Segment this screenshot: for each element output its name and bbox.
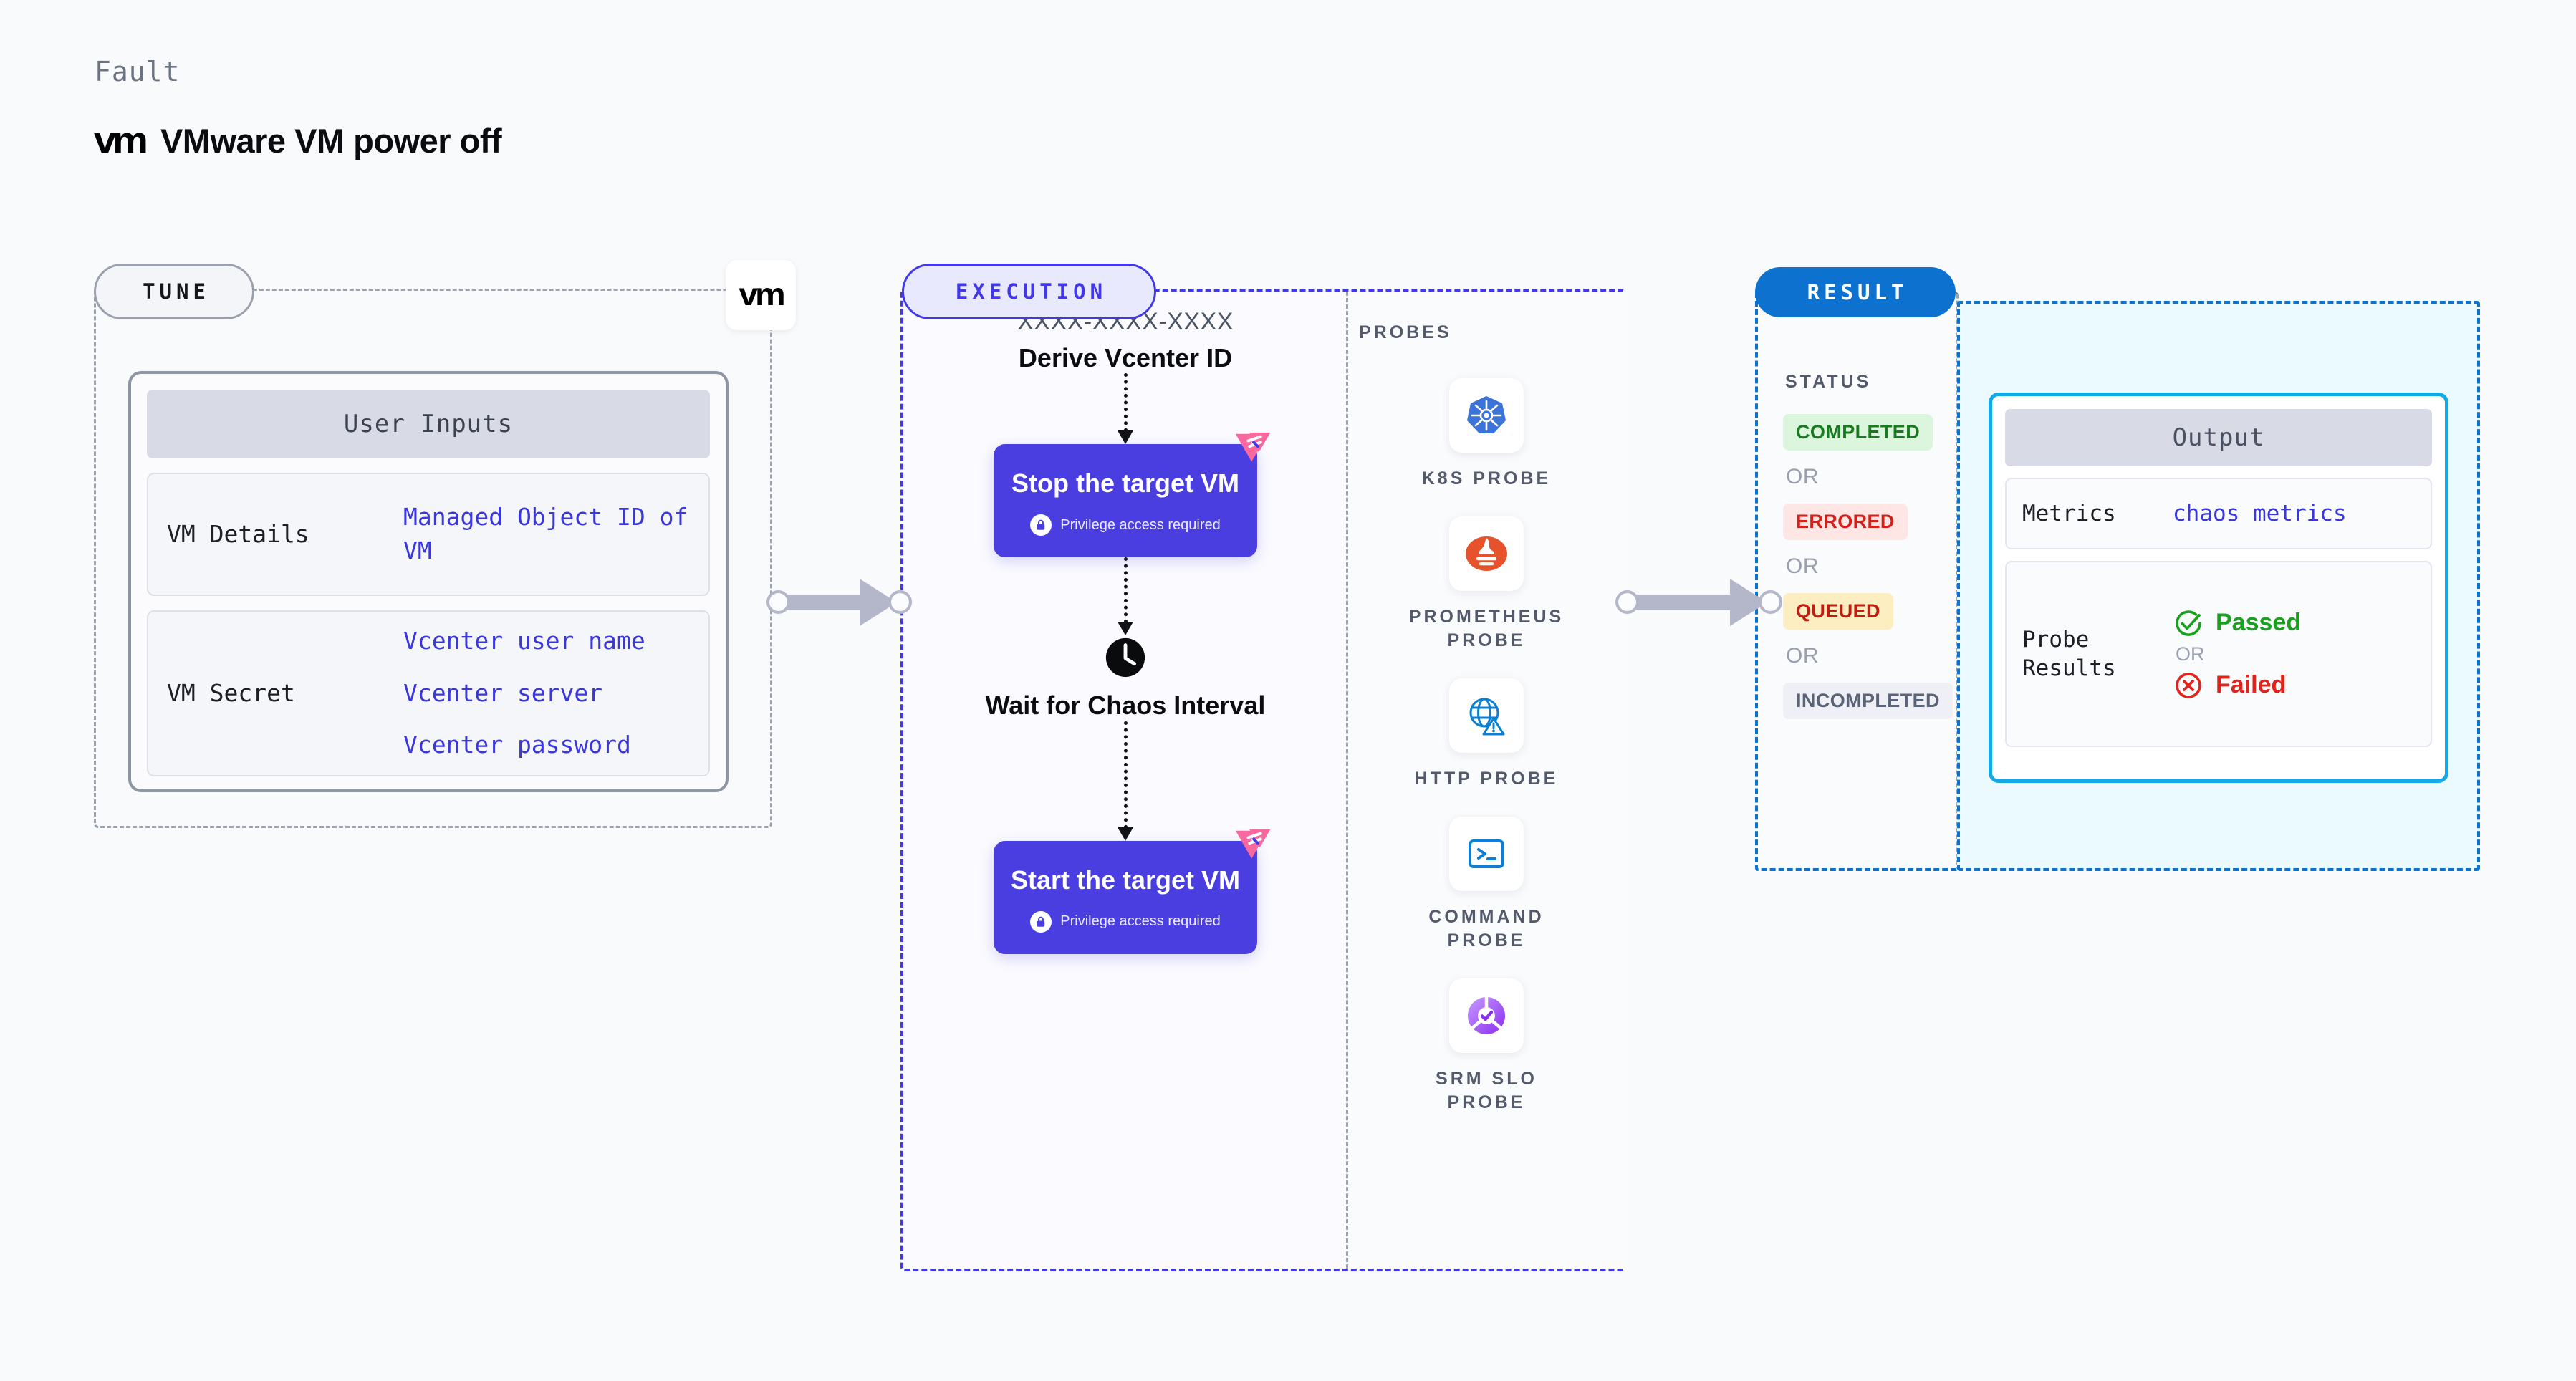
vm-secret-values: Vcenter user name Vcenter server Vcenter…	[403, 625, 645, 763]
metrics-key: Metrics	[2022, 500, 2116, 526]
probe-item-prometheus[interactable]: PROMETHEUS PROBE	[1397, 516, 1576, 653]
kubernetes-icon	[1449, 378, 1524, 453]
clock-icon	[1105, 637, 1145, 678]
or-separator: OR	[1786, 465, 1819, 489]
probes-panel	[1346, 292, 1627, 1269]
or-separator: OR	[2176, 643, 2205, 665]
probe-label: PROMETHEUS PROBE	[1408, 607, 1565, 650]
vmware-badge-logo: vm	[739, 277, 785, 312]
probe-results-row: Probe Results Passed OR Failed	[2005, 561, 2432, 747]
chaos-badge-icon	[1235, 432, 1271, 462]
user-inputs-title: User Inputs	[147, 390, 710, 458]
probes-title: PROBES	[1359, 322, 1452, 342]
page-title: VMware VM power off	[160, 121, 502, 160]
probe-label: HTTP PROBE	[1414, 769, 1559, 789]
page-kicker: Fault	[95, 56, 181, 87]
probe-item-command[interactable]: COMMAND PROBE	[1397, 817, 1576, 953]
vm-secret-value: Vcenter password	[403, 731, 631, 759]
result-status-panel	[1755, 292, 1959, 871]
verdict-failed: Failed	[2173, 670, 2301, 701]
passed-label: Passed	[2216, 609, 2302, 636]
vm-details-values: Managed Object ID of VM	[403, 501, 690, 568]
x-circle-icon	[2176, 672, 2201, 698]
metrics-row: Metrics chaos metrics	[2005, 478, 2432, 549]
probe-item-k8s[interactable]: K8S PROBE	[1397, 378, 1576, 491]
prometheus-icon	[1449, 516, 1524, 591]
status-badge: ERRORED	[1783, 504, 1908, 540]
lock-icon	[1030, 514, 1052, 536]
status-label: STATUS	[1785, 372, 1872, 392]
status-badge: INCOMPLETED	[1783, 683, 1953, 719]
probe-label: SRM SLO PROBE	[1436, 1069, 1537, 1112]
vm-details-value: Managed Object ID of VM	[403, 503, 688, 564]
execution-pill[interactable]: EXECUTION	[902, 264, 1156, 319]
srm-slo-icon	[1449, 978, 1524, 1053]
probe-label: COMMAND PROBE	[1428, 907, 1544, 951]
failed-label: Failed	[2216, 671, 2287, 698]
status-list: COMPLETED OR ERRORED OR QUEUED OR INCOMP…	[1783, 414, 1955, 719]
vmware-logo-icon: vm	[94, 119, 148, 161]
or-separator: OR	[1786, 554, 1819, 578]
connector-execution-to-result	[1615, 579, 1787, 626]
lock-icon	[1030, 910, 1052, 933]
output-title: Output	[2005, 409, 2432, 466]
status-badge: COMPLETED	[1783, 414, 1933, 451]
vm-secret-value: Vcenter user name	[403, 626, 645, 655]
vm-details-row: VM Details Managed Object ID of VM	[147, 473, 710, 596]
output-card: Output Metrics chaos metrics Probe Resul…	[1989, 393, 2448, 783]
vmware-badge-icon: vm	[726, 260, 796, 330]
vm-secret-label: VM Secret	[167, 678, 295, 707]
flow-arrow-2	[1118, 557, 1133, 635]
start-target-vm-title: Start the target VM	[1010, 865, 1241, 895]
stop-target-vm-subtitle: Privilege access required	[1060, 516, 1221, 533]
vm-details-label: VM Details	[167, 519, 309, 548]
stop-target-vm-subtitle-row: Privilege access required	[1030, 514, 1221, 536]
execution-flow: XXXX-XXXX-XXXX Derive Vcenter ID Stop th…	[903, 308, 1347, 954]
chaos-badge-icon	[1235, 829, 1271, 859]
flow-arrow-1	[1118, 373, 1133, 444]
metrics-value[interactable]: chaos metrics	[2173, 501, 2347, 526]
flow-arrow-3	[1118, 721, 1133, 841]
user-inputs-card: User Inputs VM Details Managed Object ID…	[128, 371, 729, 792]
probe-item-srm-slo[interactable]: SRM SLO PROBE	[1397, 978, 1576, 1115]
http-globe-icon	[1449, 678, 1524, 753]
probes-list: K8S PROBE PROMETHEUS PROBE	[1346, 378, 1627, 1115]
start-target-vm-card[interactable]: Start the target VM Privilege access req…	[994, 829, 1271, 954]
probe-item-http[interactable]: HTTP PROBE	[1397, 678, 1576, 791]
stop-target-vm-card[interactable]: Stop the target VM Privilege access requ…	[994, 432, 1271, 557]
probe-results-key: Probe Results	[2022, 626, 2116, 681]
probe-label: K8S PROBE	[1421, 468, 1552, 489]
start-target-vm-subtitle-row: Privilege access required	[1030, 910, 1221, 933]
page-title-row: vm VMware VM power off	[94, 119, 502, 161]
stop-target-vm-title: Stop the target VM	[1011, 468, 1239, 498]
tune-pill[interactable]: TUNE	[94, 264, 254, 319]
wait-for-chaos-interval-step: Wait for Chaos Interval	[985, 690, 1266, 720]
terminal-icon	[1449, 817, 1524, 891]
status-badge: QUEUED	[1783, 593, 1893, 630]
connector-tune-to-execution	[766, 579, 917, 626]
check-circle-icon	[2176, 610, 2201, 636]
or-separator: OR	[1786, 644, 1819, 668]
vm-secret-row: VM Secret Vcenter user name Vcenter serv…	[147, 610, 710, 776]
probe-verdicts: Passed OR Failed	[2173, 607, 2301, 701]
start-target-vm-subtitle: Privilege access required	[1060, 913, 1221, 930]
result-pill[interactable]: RESULT	[1755, 267, 1956, 317]
derive-vcenter-id-step: Derive Vcenter ID	[1018, 343, 1233, 372]
vm-secret-value: Vcenter server	[403, 678, 603, 707]
verdict-passed: Passed	[2173, 607, 2301, 639]
